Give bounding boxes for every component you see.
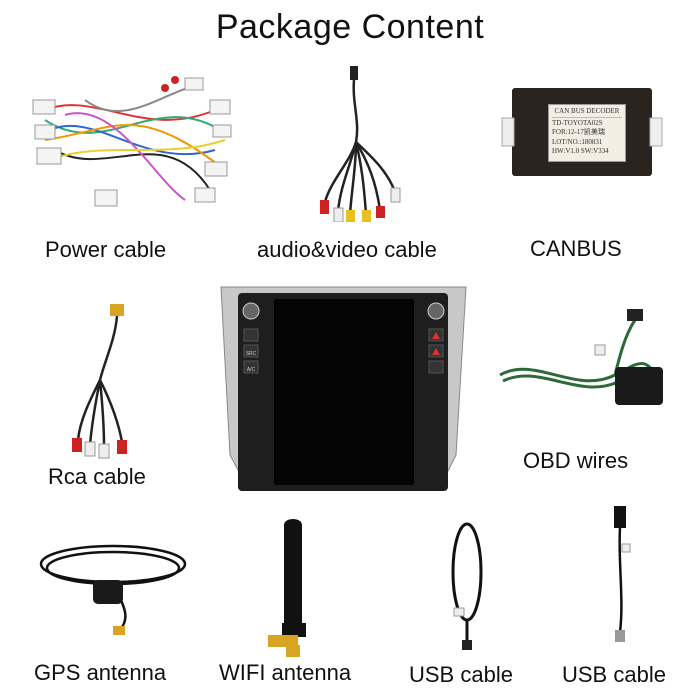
- canbus-sticker-line: FOR:12-17凯美瑞: [552, 128, 605, 136]
- wifi-antenna-image: [262, 515, 322, 660]
- power-cable-label: Power cable: [45, 237, 167, 262]
- usb-cable-1-image: [440, 512, 495, 652]
- power-cable-image: [25, 70, 240, 215]
- usb-cable-1-label: USB cable: [409, 662, 513, 687]
- canbus-sticker-line: TD-TOYOTA02S: [552, 118, 603, 127]
- canbus-label: CANBUS: [530, 236, 622, 261]
- obd-wires-image: [495, 305, 670, 415]
- rca-cable-image: [60, 300, 150, 460]
- usb-cable-2-image: [600, 500, 640, 648]
- canbus-sticker-line: LOT/NO.:180831: [552, 137, 603, 146]
- head-unit-image: SRC A/C: [216, 285, 471, 500]
- canbus-sticker: CAN BUS DECODER TD-TOYOTA02S FOR:12-17凯美…: [548, 104, 626, 162]
- av-cable-label: audio&video cable: [257, 237, 437, 262]
- head-unit-button-src: SRC: [246, 351, 257, 357]
- wifi-antenna-label: WIFI antenna: [219, 660, 352, 685]
- page-title: Package Content: [215, 8, 485, 46]
- canbus-sticker-line: CAN BUS DECODER: [552, 107, 622, 118]
- gps-antenna-label: GPS antenna: [34, 660, 167, 685]
- head-unit-button-ac: A/C: [247, 367, 256, 373]
- usb-cable-2-label: USB cable: [562, 662, 666, 687]
- rca-cable-label: Rca cable: [48, 464, 146, 489]
- gps-antenna-image: [35, 538, 190, 638]
- canbus-sticker-line: HW:V1.0 SW:V334: [552, 147, 609, 155]
- obd-wires-label: OBD wires: [523, 448, 629, 473]
- av-cable-image: [310, 62, 410, 222]
